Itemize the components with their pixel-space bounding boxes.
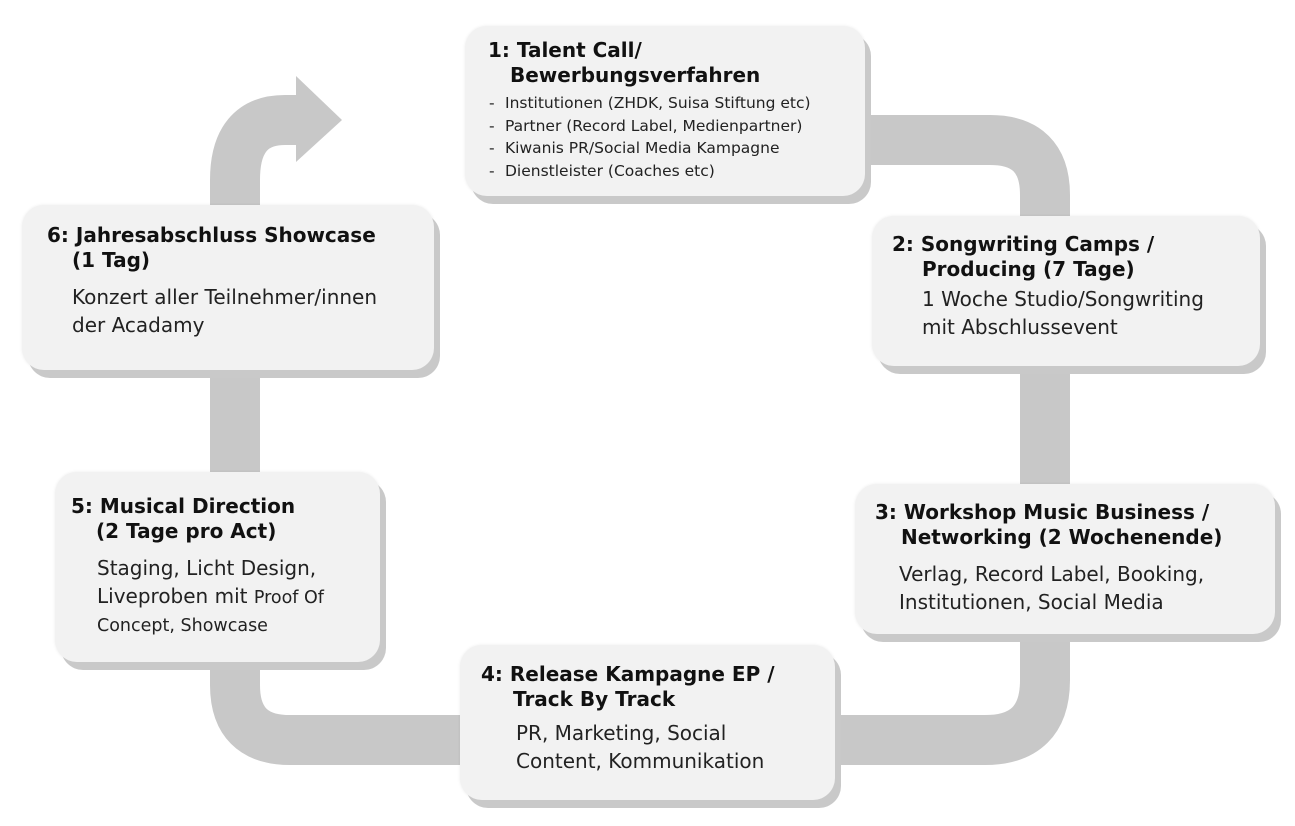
step-3-desc-line2: Institutionen, Social Media: [899, 590, 1164, 614]
step-4-desc-line1: PR, Marketing, Social: [516, 721, 727, 745]
cycle-track: [210, 95, 1070, 765]
step-3-title-line2: Networking (2 Wochenende): [901, 525, 1223, 549]
step-4-title-line2: Track By Track: [513, 687, 676, 711]
step-1-card: 1: Talent Call/ Bewerbungsverfahren Inst…: [465, 26, 865, 196]
step-6-description: Konzert aller Teilnehmer/innen der Acada…: [72, 283, 377, 339]
step-6-desc-line2: der Acadamy: [72, 313, 205, 337]
step-1-title: 1: Talent Call/ Bewerbungsverfahren: [488, 38, 760, 88]
step-6-desc-line1: Konzert aller Teilnehmer/innen: [72, 285, 378, 309]
step-4-desc-line2: Content, Kommunikation: [516, 749, 765, 773]
step-4-number: 4:: [481, 662, 503, 686]
step-2-desc-line1: 1 Woche Studio/Songwriting: [922, 287, 1204, 311]
step-2-description: 1 Woche Studio/Songwriting mit Abschluss…: [922, 285, 1204, 341]
step-4-title: 4: Release Kampagne EP / Track By Track: [481, 662, 775, 712]
step-3-description: Verlag, Record Label, Booking, Instituti…: [899, 560, 1204, 616]
step-5-description: Staging, Licht Design, Liveproben mit Pr…: [97, 554, 324, 640]
step-3-number: 3:: [875, 500, 897, 524]
list-item: Dienstleister (Coaches etc): [485, 160, 811, 183]
step-2-card: 2: Songwriting Camps / Producing (7 Tage…: [872, 216, 1260, 366]
step-6-number: 6:: [47, 223, 69, 247]
step-2-title-line2: Producing (7 Tage): [922, 257, 1135, 281]
step-3-title: 3: Workshop Music Business / Networking …: [875, 500, 1222, 550]
list-item: Institutionen (ZHDK, Suisa Stiftung etc): [485, 92, 811, 115]
step-3-title-line1: Workshop Music Business /: [903, 500, 1210, 524]
step-6-title-line1: Jahresabschluss Showcase: [75, 223, 376, 247]
curved-arrow-icon: [296, 76, 342, 162]
step-2-number: 2:: [892, 232, 914, 256]
step-5-desc-line2: Liveproben mit Proof Of: [97, 582, 324, 612]
step-2-desc-line2: mit Abschlussevent: [922, 315, 1118, 339]
step-2-title-line1: Songwriting Camps /: [920, 232, 1155, 256]
step-5-number: 5:: [71, 494, 93, 518]
step-1-title-line2: Bewerbungsverfahren: [510, 63, 761, 87]
step-5-title-line1: Musical Direction: [99, 494, 296, 518]
step-2-title: 2: Songwriting Camps / Producing (7 Tage…: [892, 232, 1154, 282]
step-5-desc-line3: Concept, Showcase: [97, 616, 268, 636]
step-5-title-line2: (2 Tage pro Act): [96, 519, 277, 543]
step-5-card: 5: Musical Direction (2 Tage pro Act) St…: [55, 472, 380, 662]
step-3-desc-line1: Verlag, Record Label, Booking,: [899, 562, 1205, 586]
step-5-title: 5: Musical Direction (2 Tage pro Act): [71, 494, 295, 544]
step-5-desc-line2a: Liveproben mit: [97, 584, 254, 608]
step-4-description: PR, Marketing, Social Content, Kommunika…: [516, 719, 764, 775]
step-3-card: 3: Workshop Music Business / Networking …: [855, 484, 1275, 634]
step-1-bullet-list: Institutionen (ZHDK, Suisa Stiftung etc)…: [485, 92, 811, 182]
step-6-card: 6: Jahresabschluss Showcase (1 Tag) Konz…: [22, 205, 434, 370]
step-5-desc-line2b: Proof Of: [253, 588, 324, 608]
step-6-title: 6: Jahresabschluss Showcase (1 Tag): [47, 223, 376, 273]
step-1-title-line1: Talent Call/: [516, 38, 642, 62]
list-item: Kiwanis PR/Social Media Kampagne: [485, 137, 811, 160]
step-1-number: 1:: [488, 38, 510, 62]
list-item: Partner (Record Label, Medienpartner): [485, 115, 811, 138]
step-4-title-line1: Release Kampagne EP /: [509, 662, 775, 686]
step-6-title-line2: (1 Tag): [72, 248, 151, 272]
step-4-card: 4: Release Kampagne EP / Track By Track …: [460, 645, 835, 800]
step-5-desc-line1: Staging, Licht Design,: [97, 556, 317, 580]
